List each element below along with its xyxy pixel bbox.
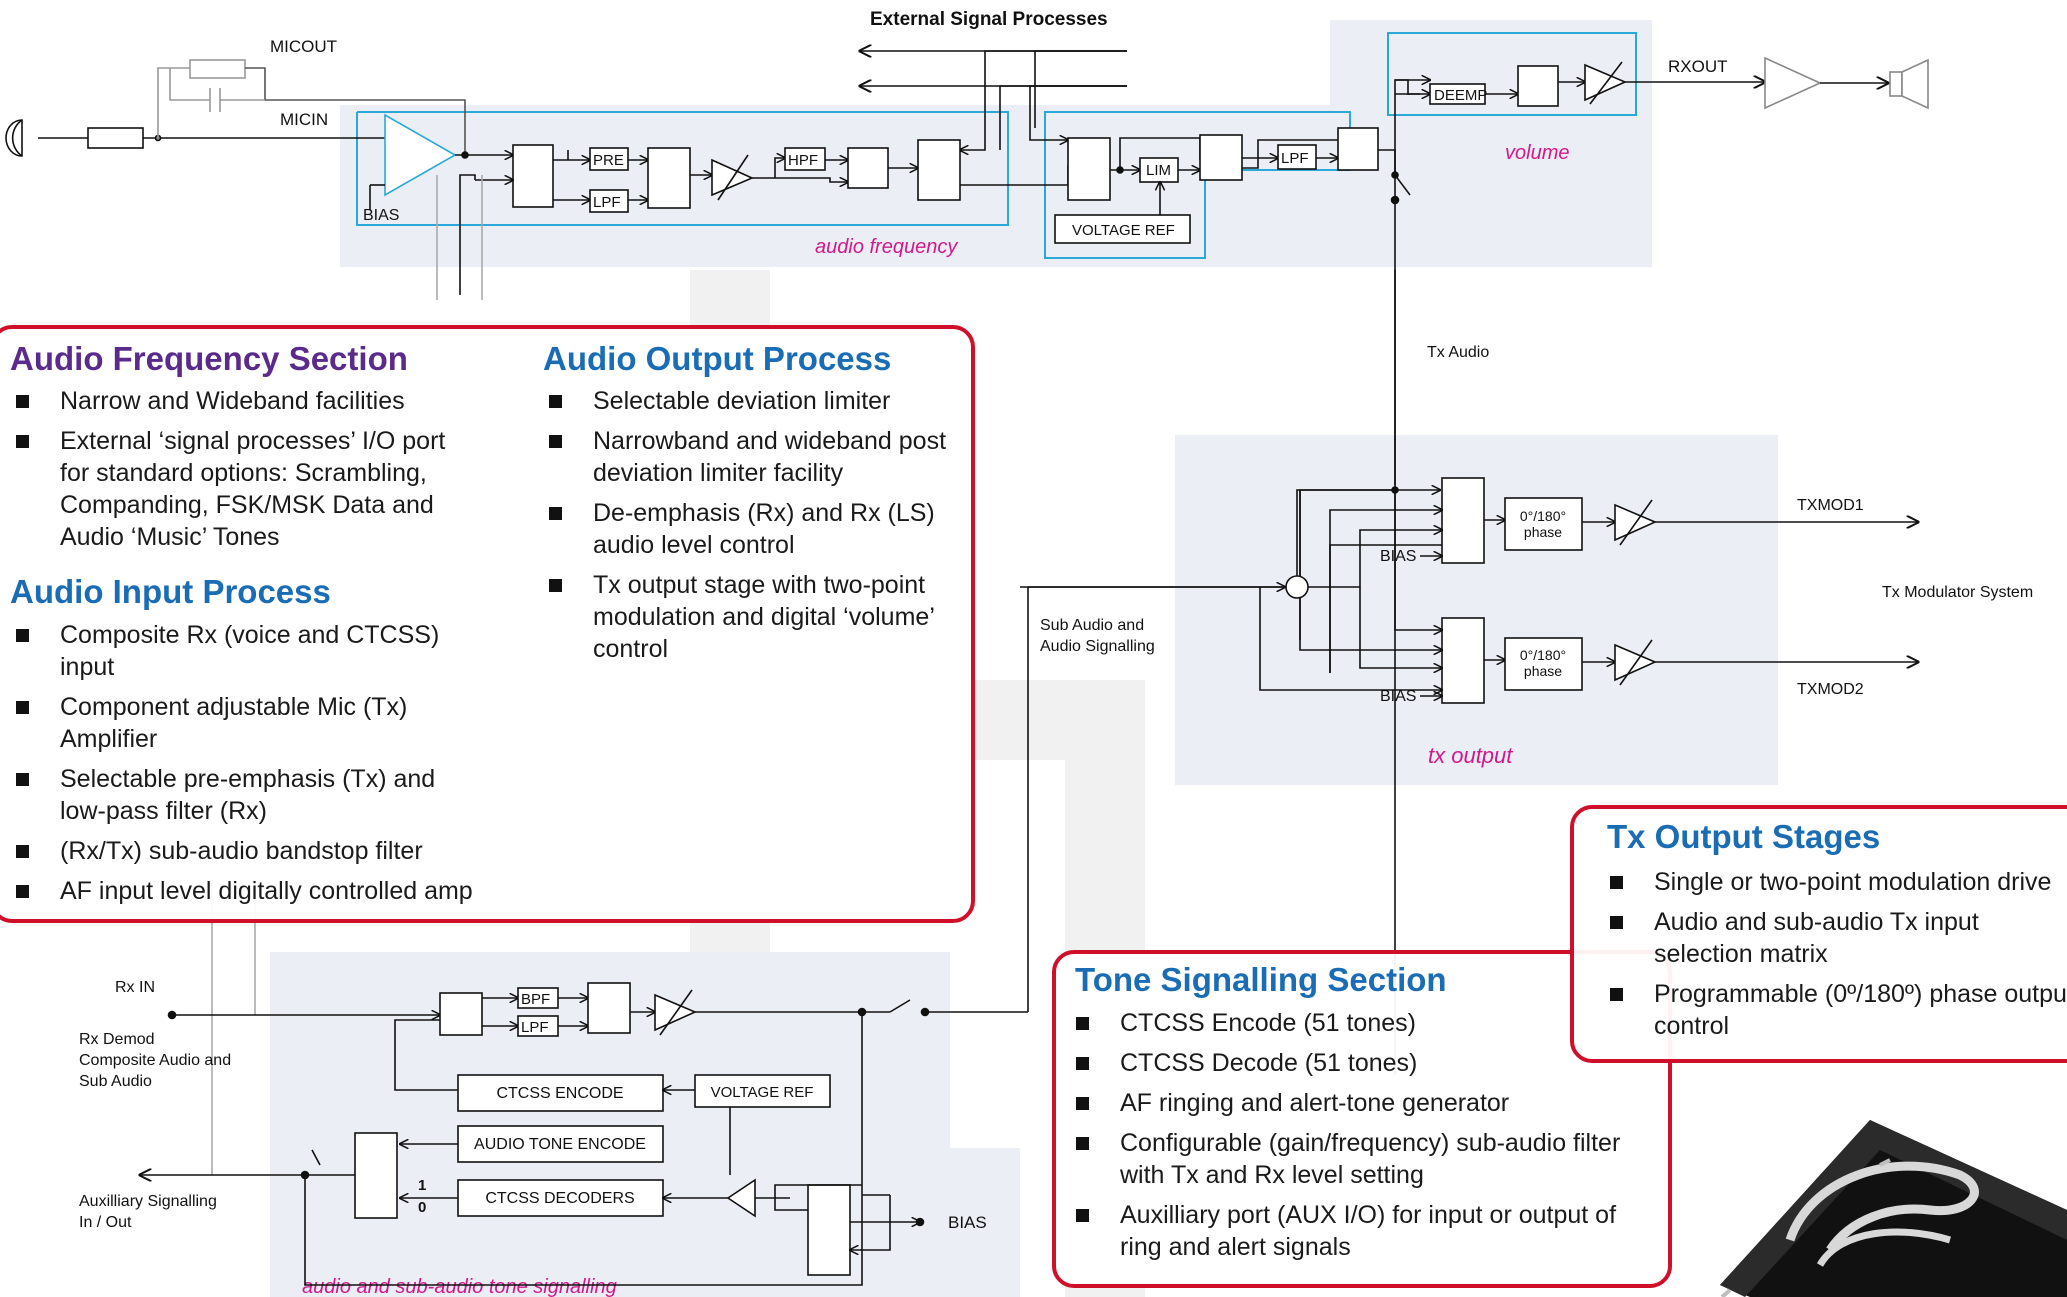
- lpf-filter-label-1: LPF: [593, 194, 621, 211]
- sub-audio-label-1: Sub Audio and: [1040, 617, 1144, 634]
- list-item: AF input level digitally controlled amp: [16, 875, 476, 907]
- audio-output-process-list: Selectable deviation limiter Narrowband …: [549, 385, 969, 673]
- micout-label: MICOUT: [270, 37, 337, 56]
- rx-in-label: Rx IN: [115, 979, 155, 996]
- list-item: De-emphasis (Rx) and Rx (LS) audio level…: [549, 497, 969, 561]
- voltage-ref-label-2: VOLTAGE REF: [711, 1084, 814, 1101]
- rxout-label: RXOUT: [1668, 57, 1728, 76]
- ic-chip-image: [1720, 1120, 2067, 1297]
- phase-label-2a: 0°/180°: [1520, 647, 1566, 663]
- tx-modulator-system-label: Tx Modulator System: [1882, 584, 2033, 601]
- tone-signalling-panel: [1052, 950, 1672, 1288]
- list-item: Composite Rx (voice and CTCSS) input: [16, 619, 476, 683]
- audio-input-process-list: Composite Rx (voice and CTCSS) input Com…: [16, 619, 476, 915]
- audio-tone-encode-label: AUDIO TONE ENCODE: [474, 1136, 646, 1153]
- bias-label-tx2: BIAS: [1380, 688, 1416, 705]
- tx-output-stages-list: Single or two-point modulation drive Aud…: [1610, 866, 2067, 1050]
- pre-filter-label: PRE: [593, 152, 624, 169]
- selector-1-label: 1: [418, 1177, 426, 1194]
- list-item: Programmable (0º/180º) phase output cont…: [1610, 978, 2067, 1042]
- phase-label-2b: phase: [1524, 663, 1562, 679]
- tone-signalling-section-list: CTCSS Encode (51 tones) CTCSS Decode (51…: [1076, 1007, 1641, 1271]
- list-item: Audio and sub-audio Tx input selection m…: [1610, 906, 1984, 970]
- aux-label-1: Auxilliary Signalling: [79, 1193, 217, 1210]
- aux-label-2: In / Out: [79, 1214, 132, 1231]
- txmod1-label: TXMOD1: [1797, 497, 1864, 514]
- tx-output-label: tx output: [1428, 743, 1513, 768]
- lpf-label-tone: LPF: [521, 1019, 549, 1036]
- list-item: Narrow and Wideband facilities: [16, 385, 476, 417]
- list-item: Narrowband and wideband post deviation l…: [549, 425, 969, 489]
- audio-frequency-section-list: Narrow and Wideband facilities External …: [16, 385, 476, 561]
- list-item: Auxilliary port (AUX I/O) for input or o…: [1076, 1199, 1641, 1263]
- list-item: AF ringing and alert-tone generator: [1076, 1087, 1641, 1119]
- list-item: Selectable pre-emphasis (Tx) and low-pas…: [16, 763, 476, 827]
- bias-label-tx1: BIAS: [1380, 548, 1416, 565]
- list-item: Selectable deviation limiter: [549, 385, 969, 417]
- micin-label: MICIN: [280, 110, 328, 129]
- audio-frequency-section-title: Audio Frequency Section: [10, 340, 408, 377]
- audio-input-process-title: Audio Input Process: [10, 573, 331, 610]
- audio-output-process-title: Audio Output Process: [543, 340, 892, 377]
- ctcss-decoders-label: CTCSS DECODERS: [485, 1190, 634, 1207]
- rx-demod-label-3: Sub Audio: [79, 1073, 152, 1090]
- voltage-ref-label-1: VOLTAGE REF: [1072, 222, 1175, 239]
- tone-signalling-label: audio and sub-audio tone signalling: [302, 1276, 617, 1297]
- volume-region: [1330, 20, 1652, 267]
- tone-signalling-region-ext: [950, 1148, 1020, 1297]
- hpf-filter-label: HPF: [788, 152, 818, 169]
- rx-demod-label-2: Composite Audio and: [79, 1052, 231, 1069]
- tx-audio-label: Tx Audio: [1427, 344, 1489, 361]
- phase-label-1b: phase: [1524, 524, 1562, 540]
- list-item: CTCSS Decode (51 tones): [1076, 1047, 1641, 1079]
- tx-output-stages-panel: [1570, 805, 2067, 1063]
- bias-label-tone: BIAS: [948, 1213, 987, 1232]
- list-item: Tx output stage with two-point modulatio…: [549, 569, 969, 665]
- audio-frequency-outline: [356, 111, 1009, 226]
- audio-frequency-label: audio frequency: [815, 236, 958, 258]
- bpf-label: BPF: [521, 991, 550, 1008]
- lim-label: LIM: [1146, 162, 1171, 179]
- list-item: (Rx/Tx) sub-audio bandstop filter: [16, 835, 476, 867]
- list-item: CTCSS Encode (51 tones): [1076, 1007, 1641, 1039]
- volume-label: volume: [1505, 142, 1569, 164]
- ctcss-encode-label: CTCSS ENCODE: [496, 1085, 623, 1102]
- volume-outline: [1387, 32, 1637, 116]
- lpf-filter-label-2: LPF: [1281, 150, 1309, 167]
- list-item: Component adjustable Mic (Tx) Amplifier: [16, 691, 476, 755]
- external-signal-processes-label: External Signal Processes: [870, 9, 1108, 30]
- sub-audio-label-2: Audio Signalling: [1040, 638, 1155, 655]
- rx-demod-label-1: Rx Demod: [79, 1031, 155, 1048]
- deemp-label: DEEMP: [1434, 87, 1487, 104]
- list-item: Configurable (gain/frequency) sub-audio …: [1076, 1127, 1641, 1191]
- audio-processing-panel: [0, 325, 975, 923]
- txmod2-label: TXMOD2: [1797, 681, 1864, 698]
- tx-output-stages-title: Tx Output Stages: [1607, 818, 1881, 855]
- tone-signalling-section-title: Tone Signalling Section: [1075, 961, 1447, 998]
- phase-label-1a: 0°/180°: [1520, 508, 1566, 524]
- list-item: External ‘signal processes’ I/O port for…: [16, 425, 476, 553]
- bias-label-mic: BIAS: [363, 207, 399, 224]
- list-item: Single or two-point modulation drive: [1610, 866, 2067, 898]
- selector-0-label: 0: [418, 1199, 426, 1216]
